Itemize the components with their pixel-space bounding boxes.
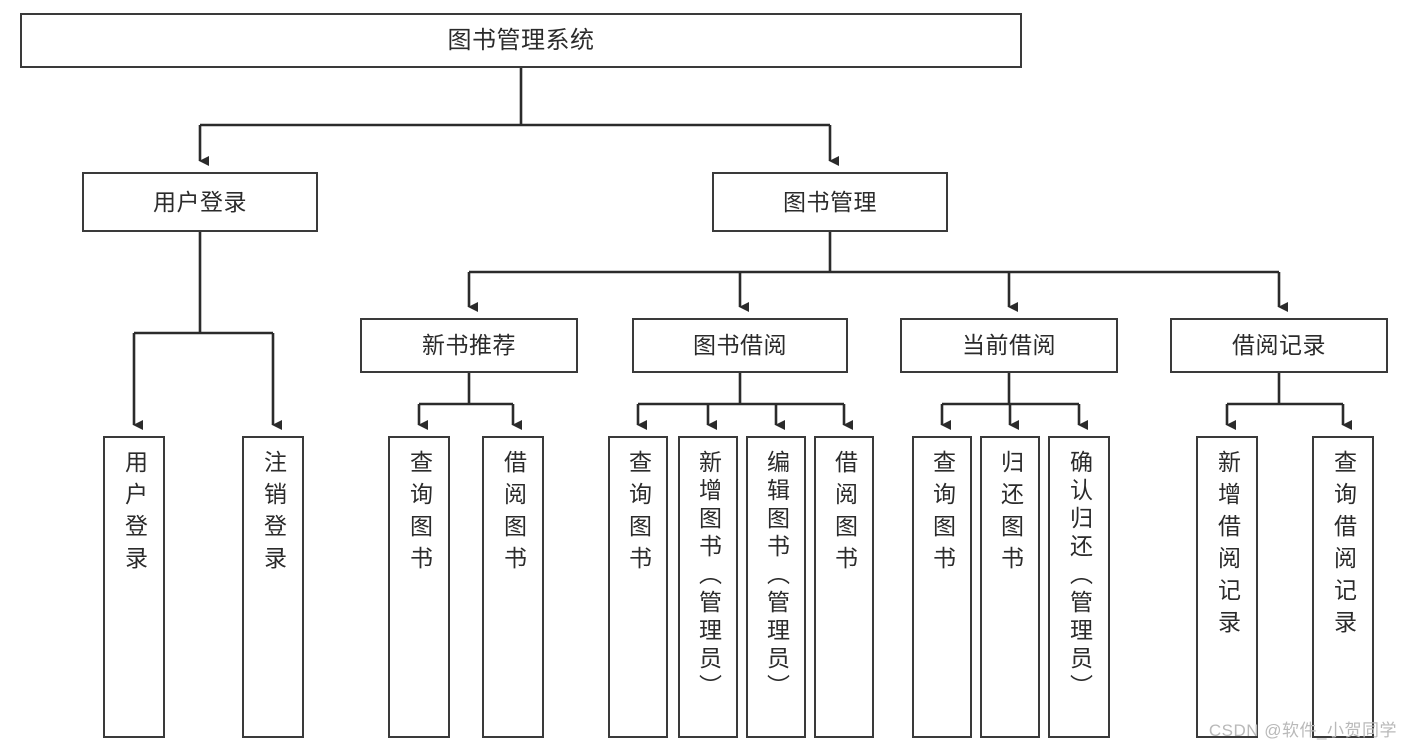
node-leaf-borrow-book-1[interactable]: 借阅图书 (482, 436, 544, 738)
node-borrow-record[interactable]: 借阅记录 (1170, 318, 1388, 373)
node-leaf-user-login[interactable]: 用户登录 (103, 436, 165, 738)
node-label: 新增图书（管理员） (695, 450, 722, 702)
node-leaf-edit-book[interactable]: 编辑图书（管理员） (746, 436, 806, 738)
node-leaf-confirm-return[interactable]: 确认归还（管理员） (1048, 436, 1110, 738)
node-label: 查询图书 (406, 450, 433, 578)
node-label: 借阅图书 (500, 450, 527, 578)
node-label: 新增借阅记录 (1214, 450, 1241, 642)
node-label: 图书管理 (783, 188, 877, 215)
node-label: 用户登录 (153, 188, 247, 215)
node-label: 用户登录 (121, 450, 148, 578)
node-leaf-query-book-1[interactable]: 查询图书 (388, 436, 450, 738)
node-book-manage[interactable]: 图书管理 (712, 172, 948, 232)
connector-trunk-borrow-record (1227, 373, 1343, 406)
connector-trunk-book-borrow (638, 373, 844, 406)
node-label: 借阅图书 (831, 450, 858, 578)
node-label: 查询图书 (625, 450, 652, 578)
node-user-login[interactable]: 用户登录 (82, 172, 318, 232)
node-leaf-add-record[interactable]: 新增借阅记录 (1196, 436, 1258, 738)
node-label: 编辑图书（管理员） (763, 450, 790, 702)
connector-trunk-root (200, 68, 830, 127)
watermark: CSDN @软件_小贺同学 (1208, 721, 1397, 740)
node-leaf-query-book-3[interactable]: 查询图书 (912, 436, 972, 738)
node-leaf-user-logout[interactable]: 注销登录 (242, 436, 304, 738)
node-label: 图书借阅 (693, 332, 787, 358)
node-label: 查询图书 (929, 450, 956, 578)
node-leaf-query-book-2[interactable]: 查询图书 (608, 436, 668, 738)
node-label: 注销登录 (260, 450, 287, 578)
connector-trunk-current-borrow (942, 373, 1079, 406)
node-new-book-recommend[interactable]: 新书推荐 (360, 318, 578, 373)
node-label: 借阅记录 (1232, 332, 1326, 358)
node-leaf-add-book[interactable]: 新增图书（管理员） (678, 436, 738, 738)
connector-trunk-book-manage (469, 232, 1279, 274)
node-label: 图书管理系统 (447, 26, 595, 54)
connector-trunk-new-book-recommend (419, 373, 513, 406)
node-leaf-return-book[interactable]: 归还图书 (980, 436, 1040, 738)
node-label: 查询借阅记录 (1330, 450, 1357, 642)
node-book-borrow[interactable]: 图书借阅 (632, 318, 848, 373)
node-label: 新书推荐 (422, 332, 516, 358)
node-current-borrow[interactable]: 当前借阅 (900, 318, 1118, 373)
node-label: 当前借阅 (962, 332, 1056, 358)
connector-trunk-user-login (134, 232, 273, 335)
node-label: 确认归还（管理员） (1066, 450, 1093, 702)
node-root[interactable]: 图书管理系统 (20, 13, 1022, 68)
node-leaf-borrow-book-2[interactable]: 借阅图书 (814, 436, 874, 738)
node-leaf-query-record[interactable]: 查询借阅记录 (1312, 436, 1374, 738)
node-label: 归还图书 (997, 450, 1024, 578)
